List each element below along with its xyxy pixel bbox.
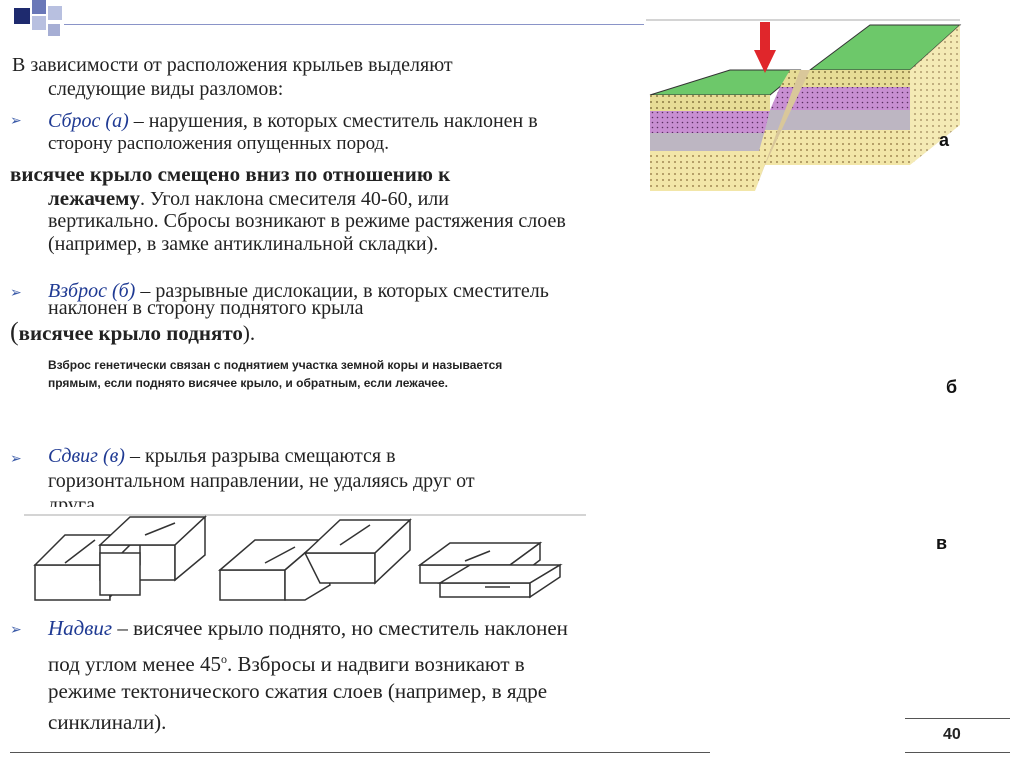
block-3 xyxy=(417,541,563,599)
nadvig-term: Надвиг xyxy=(48,616,113,640)
sbros-line-2: сторону расположения опущенных пород. xyxy=(48,133,389,154)
paren-close: ). xyxy=(242,321,256,345)
footer-rule-left xyxy=(10,752,710,753)
nadvig-line-3: режиме тектонического сжатия слоев (напр… xyxy=(48,679,548,703)
corner-square-mid2 xyxy=(48,24,60,36)
vzbros-note-1: Взброс генетически связан с поднятием уч… xyxy=(48,358,503,372)
page-number: 40 xyxy=(943,726,961,743)
corner-square-light xyxy=(32,16,46,30)
sbros-tail: . Угол наклона смесителя 40-60, или xyxy=(139,188,449,210)
nadvig-desc-2b: . Взбросы и надвиги возникают в xyxy=(226,652,525,676)
block-diagrams xyxy=(24,514,586,601)
arrow-down-icon xyxy=(754,22,776,73)
figure-label-a: а xyxy=(939,130,950,150)
nadvig-desc-2a: под углом менее 45 xyxy=(48,652,221,676)
sbros-bold-1: висячее крыло смещено вниз по отношению … xyxy=(10,162,451,186)
fault-diagrams xyxy=(646,19,962,191)
sbros-line-3: лежачему. Угол наклона смесителя 40-60, … xyxy=(48,186,449,211)
vzbros-line-3: (висячее крыло поднято). xyxy=(10,318,255,347)
sdvig-line-3-clip: друга. xyxy=(48,493,100,507)
block-1 xyxy=(33,515,207,601)
bullet-arrow-icon: ➢ xyxy=(10,286,22,301)
vzbros-line-2: наклонен в сторону поднятого крыла xyxy=(48,297,364,319)
vzbros-term: Взброс (б) xyxy=(48,280,136,302)
title-rule xyxy=(64,24,644,25)
diagram-sbros xyxy=(646,19,962,191)
nadvig-line-4: синклинали). xyxy=(48,710,167,734)
bullet-arrow-icon: ➢ xyxy=(10,114,22,129)
sbros-desc-1: – нарушения, в которых сместитель наклон… xyxy=(128,110,538,132)
nadvig-line-2: под углом менее 45о. Взбросы и надвиги в… xyxy=(48,647,525,676)
footer-rule-right-1 xyxy=(905,718,1010,719)
corner-square-mid xyxy=(32,0,46,14)
corner-square-dark xyxy=(14,8,30,24)
sdvig-line-1: Сдвиг (в) – крылья разрыва смещаются в xyxy=(48,444,396,468)
bullet-arrow-icon: ➢ xyxy=(10,452,22,467)
vzbros-bold: висячее крыло поднято xyxy=(18,321,243,345)
intro-line-1: В зависимости от расположения крыльев вы… xyxy=(12,54,453,76)
sdvig-desc-1: – крылья разрыва смещаются в xyxy=(124,445,396,467)
sbros-line-1: Сброс (а) – нарушения, в которых сместит… xyxy=(48,109,538,133)
vzbros-note-2: прямым, если поднято висячее крыло, и об… xyxy=(48,376,448,390)
sdvig-term: Сдвиг (в) xyxy=(48,445,125,467)
vzbros-desc-1: – разрывные дислокации, в которых смести… xyxy=(135,280,549,302)
figure-label-v: в xyxy=(936,533,948,553)
intro-line-2: следующие виды разломов: xyxy=(48,78,284,100)
figure-label-b: б xyxy=(946,377,958,397)
sbros-term: Сброс (а) xyxy=(48,110,129,132)
nadvig-line-1: Надвиг – висячее крыло поднято, но смест… xyxy=(48,616,568,640)
bullet-arrow-icon: ➢ xyxy=(10,623,22,638)
sdvig-line-2: горизонтальном направлении, не удаляясь … xyxy=(48,470,475,492)
block-2 xyxy=(217,518,412,601)
sbros-line-4: вертикально. Сбросы возникают в режиме р… xyxy=(48,210,566,232)
footer-rule-right-2 xyxy=(905,752,1010,753)
paren-open: ( xyxy=(10,317,19,346)
degree-sup: о xyxy=(220,652,227,666)
vzbros-line-1: Взброс (б) – разрывные дислокации, в кот… xyxy=(48,279,549,303)
corner-square-light2 xyxy=(48,6,62,20)
sbros-line-5: (например, в замке антиклинальной складк… xyxy=(48,233,439,255)
nadvig-desc-1: – висячее крыло поднято, но сместитель н… xyxy=(112,616,568,640)
sbros-bold-2: лежачему xyxy=(48,186,140,210)
sdvig-line-3: друга. xyxy=(48,494,100,507)
